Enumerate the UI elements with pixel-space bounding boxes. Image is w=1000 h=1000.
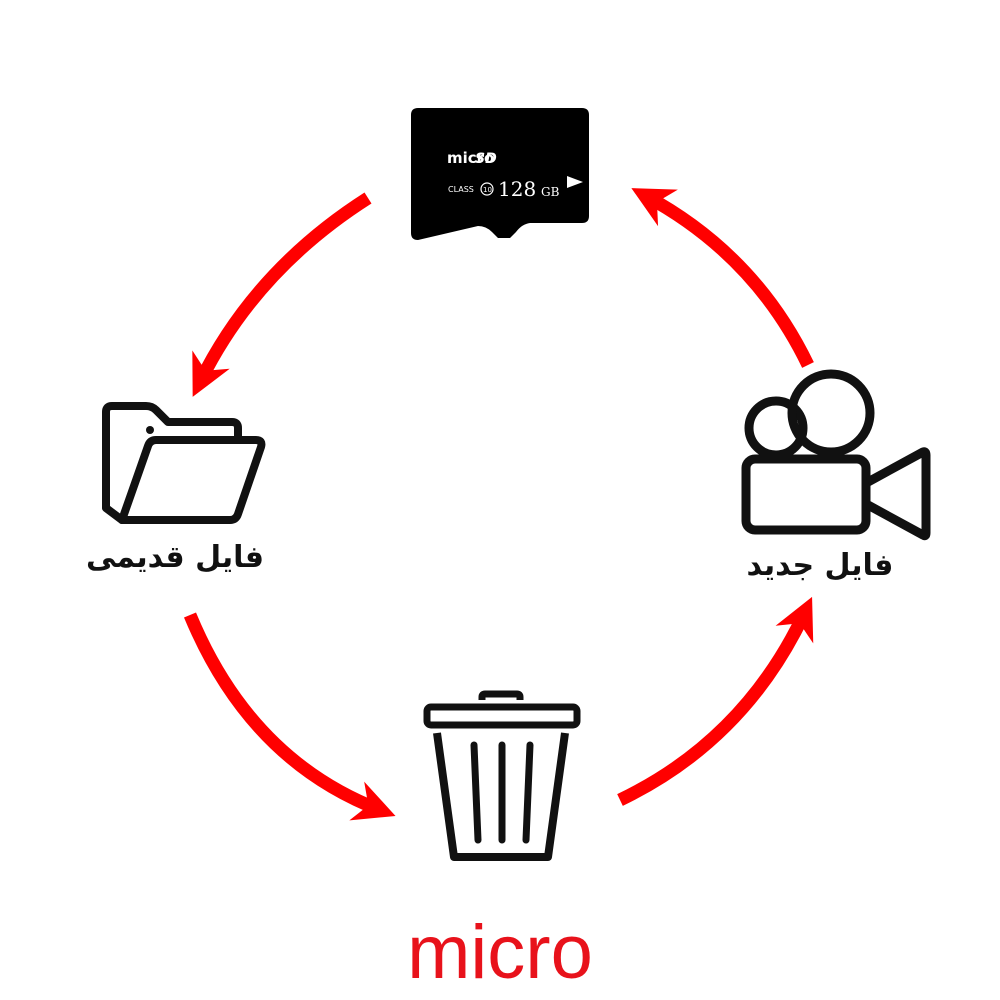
video-camera-icon [741, 369, 931, 541]
card-logo-micro: micro [447, 149, 494, 167]
old-file-label: فایل قدیمی [85, 540, 265, 575]
micro-sd-card-icon: micro SD CLASS 10 128 GB [411, 108, 589, 240]
card-insert-arrow [567, 176, 583, 188]
card-logo-sd: SD [475, 151, 497, 167]
card-capacity: 128 [498, 177, 536, 201]
arrow-camera-to-card [631, 188, 814, 368]
new-file-label: فایل جدید [746, 548, 894, 583]
arrow-card-to-folder [192, 192, 372, 397]
brand-text: micro [407, 910, 593, 995]
trash-can-icon [423, 690, 581, 861]
folder-icon [102, 402, 266, 524]
card-class-number: 10 [483, 186, 492, 194]
card-class-label: CLASS [448, 185, 474, 194]
arrow-trash-to-camera [617, 596, 814, 806]
arrow-folder-to-trash [183, 612, 396, 821]
card-capacity-unit: GB [541, 185, 560, 199]
